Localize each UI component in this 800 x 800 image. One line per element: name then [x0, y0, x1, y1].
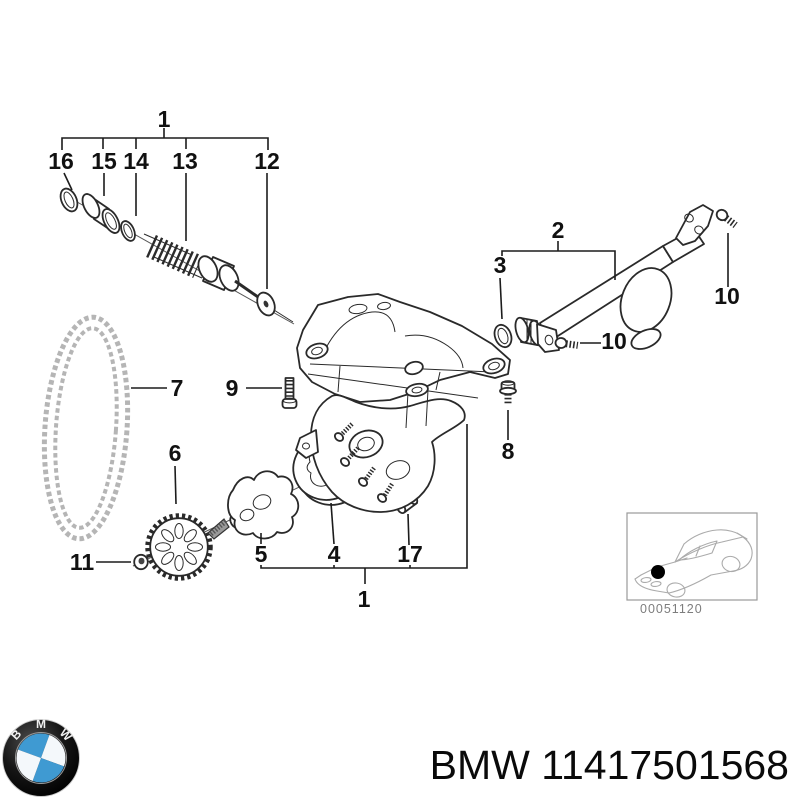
- part-spring-13: [143, 233, 203, 279]
- bracket-pipe-group: [499, 233, 729, 344]
- part-bolt-8: [499, 380, 517, 405]
- part-bolt-9: [281, 377, 298, 409]
- callout-12: 12: [254, 148, 280, 174]
- bmw-logo: B M W: [2, 717, 80, 797]
- callout-6: 6: [169, 440, 182, 466]
- part-rotor-5: [207, 470, 300, 540]
- part-ring-14: [120, 220, 136, 242]
- car-inset: 00051120: [626, 512, 758, 616]
- part-pickup-pipe-2: [514, 204, 714, 353]
- part-sprocket-6: [145, 513, 213, 581]
- housing-studs: [333, 422, 394, 503]
- callout-10-upper: 10: [714, 283, 740, 309]
- part-bushing-15: [81, 193, 121, 234]
- part-location-dot: [651, 565, 665, 579]
- callout-17: 17: [397, 541, 423, 567]
- car-sketch: [634, 529, 753, 598]
- callout-9: 9: [226, 375, 239, 401]
- bracket-bottom-group: [260, 424, 468, 584]
- mid-leaders: [96, 387, 509, 563]
- callout-13: 13: [172, 148, 198, 174]
- callout-14: 14: [123, 148, 149, 174]
- callout-5: 5: [255, 541, 268, 567]
- callout-16: 16: [48, 148, 74, 174]
- part-piston-13: [197, 255, 240, 292]
- part-washer-11: [133, 553, 149, 571]
- callout-4: 4: [328, 541, 341, 567]
- logo-letter-m: M: [36, 717, 46, 731]
- callout-8: 8: [502, 438, 515, 464]
- callout-7: 7: [171, 375, 184, 401]
- inset-code: 00051120: [640, 602, 703, 616]
- callout-11: 11: [70, 549, 95, 575]
- bmw-logo-quadrants: [16, 733, 66, 783]
- callout-15: 15: [91, 148, 117, 174]
- callout-2: 2: [552, 217, 565, 243]
- part-chain: [41, 314, 131, 542]
- part-screw-10-lower: [554, 337, 579, 349]
- part-oring-3: [493, 323, 513, 349]
- part-plunger-12: [234, 279, 294, 323]
- part-number: 11417501568: [541, 742, 789, 788]
- bracket-top-group: [61, 128, 269, 289]
- part-oring-16: [59, 187, 79, 213]
- inset-box: [626, 512, 758, 601]
- callout-3: 3: [494, 252, 507, 278]
- callout-10-lower: 10: [601, 328, 627, 354]
- part-screw-10-upper: [715, 208, 738, 229]
- part-housing-assembly: [295, 293, 511, 513]
- callout-1-bottom: 1: [358, 586, 371, 612]
- part-number-line: BMW 11417501568: [430, 742, 789, 788]
- footer: B M W BMW 11417501568: [2, 717, 789, 797]
- brand-name: BMW: [430, 742, 531, 788]
- callout-1-top: 1: [158, 106, 171, 132]
